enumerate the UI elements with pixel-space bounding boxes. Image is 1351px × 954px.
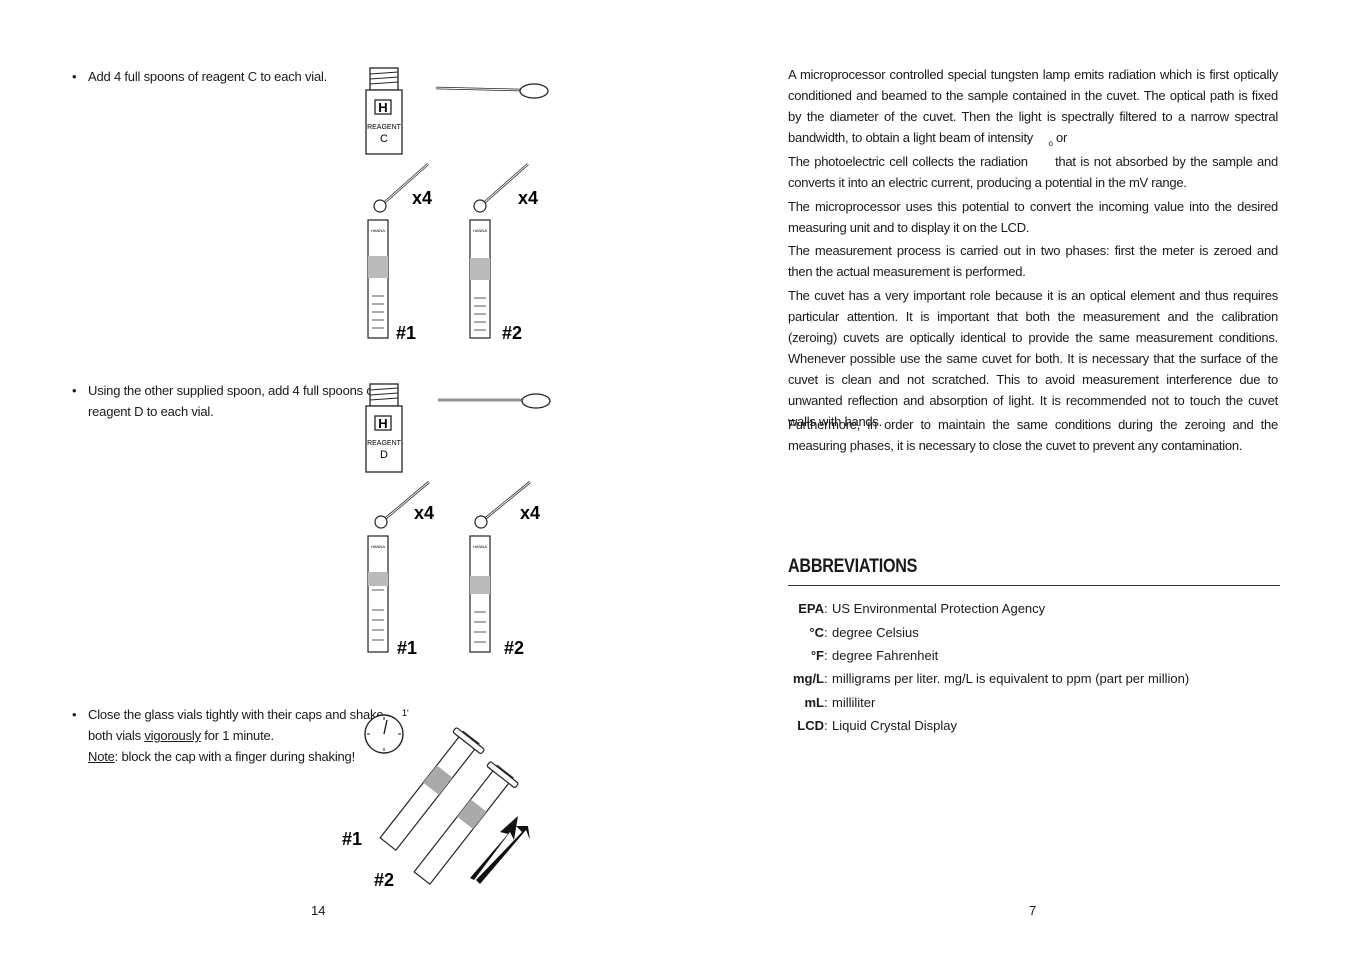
page-number: 7 xyxy=(1029,903,1037,918)
abbreviation-row: °F:degree Fahrenheit xyxy=(810,648,939,663)
paragraph-cuvet: The cuvet has a very important role beca… xyxy=(788,288,1278,429)
spoon-icon xyxy=(374,481,531,529)
spoon-icon xyxy=(438,393,551,409)
reagent-c-figure: H REAGENT C x4 x4 HANNA HANNA #1 xyxy=(365,67,549,343)
paragraph-contamination: Furthermore, in order to maintain the sa… xyxy=(788,417,1278,453)
paragraph-microprocessor: The microprocessor uses this potential t… xyxy=(788,199,1278,235)
reagent-d-figure: H REAGENT D x4 x4 HANNA HANNA #1 xyxy=(365,383,551,658)
svg-text:#2: #2 xyxy=(374,870,394,890)
vial-1 xyxy=(367,535,389,653)
vial-2 xyxy=(469,535,491,653)
paragraph-lamp: A microprocessor controlled special tung… xyxy=(788,67,1278,148)
vial-2 xyxy=(469,219,491,339)
svg-text:#1: #1 xyxy=(342,829,362,849)
svg-text:HANNA: HANNA xyxy=(371,544,385,549)
right-page: A microprocessor controlled special tung… xyxy=(676,0,1351,954)
svg-text:x4: x4 xyxy=(518,188,538,208)
svg-text:D: D xyxy=(380,449,388,461)
vial-1 xyxy=(367,219,389,339)
vial-2 xyxy=(413,761,519,885)
reagent-bottle: H REAGENT C xyxy=(365,67,403,155)
heading-divider xyxy=(788,585,1280,586)
svg-text:#2: #2 xyxy=(502,323,522,343)
page-number: 14 xyxy=(311,903,326,918)
svg-text:REAGENT: REAGENT xyxy=(367,440,402,447)
svg-text:x4: x4 xyxy=(412,188,432,208)
hanna-logo-icon: H xyxy=(378,100,387,115)
reagent-letter: D xyxy=(134,404,144,419)
svg-text:HANNA: HANNA xyxy=(371,228,385,233)
svg-text:HANNA: HANNA xyxy=(473,228,487,233)
svg-text:x4: x4 xyxy=(414,503,434,523)
svg-text:#1: #1 xyxy=(396,323,416,343)
svg-text:x4: x4 xyxy=(520,503,540,523)
abbreviation-row: mL:milliliter xyxy=(804,695,876,710)
svg-text:C: C xyxy=(380,133,388,145)
abbreviation-row: mg/L:milligrams per liter. mg/L is equiv… xyxy=(792,671,1190,686)
paragraph-photocell: The photoelectric cell collects the radi… xyxy=(788,154,1278,190)
svg-text:1': 1' xyxy=(402,708,409,718)
paragraph-phases: The measurement process is carried out i… xyxy=(788,243,1278,279)
shake-figure: 1' #1 #2 xyxy=(342,708,530,890)
reagent-bottle: H REAGENT D xyxy=(365,383,403,473)
abbreviation-row: °C:degree Celsius xyxy=(809,625,919,640)
abbreviations-heading: ABBREVIATIONS xyxy=(788,556,918,577)
svg-text:REAGENT: REAGENT xyxy=(367,124,402,131)
abbreviation-row: EPA:US Environmental Protection Agency xyxy=(798,601,1046,616)
abbreviation-row: LCD:Liquid Crystal Display xyxy=(797,718,957,733)
spoon-icon xyxy=(373,163,529,213)
reagent-letter: C xyxy=(247,69,257,84)
step-shake-vials: • Close the glass vials tightly with the… xyxy=(72,707,384,764)
svg-text:#2: #2 xyxy=(504,638,524,658)
spoon-icon xyxy=(435,83,549,99)
stopwatch-icon: 1' xyxy=(364,708,409,754)
shake-arrows-icon xyxy=(470,816,530,884)
svg-text:HANNA: HANNA xyxy=(473,544,487,549)
left-page: • Add 4 full spoons of reagent C to each… xyxy=(0,0,675,954)
svg-text:#1: #1 xyxy=(397,638,417,658)
vial-1 xyxy=(379,727,485,851)
step-add-reagent-d: • Using the other supplied spoon, add 4 … xyxy=(72,383,377,419)
step-add-reagent-c: • Add 4 full spoons of reagent C to each… xyxy=(72,69,328,84)
hanna-logo-icon: H xyxy=(378,416,387,431)
